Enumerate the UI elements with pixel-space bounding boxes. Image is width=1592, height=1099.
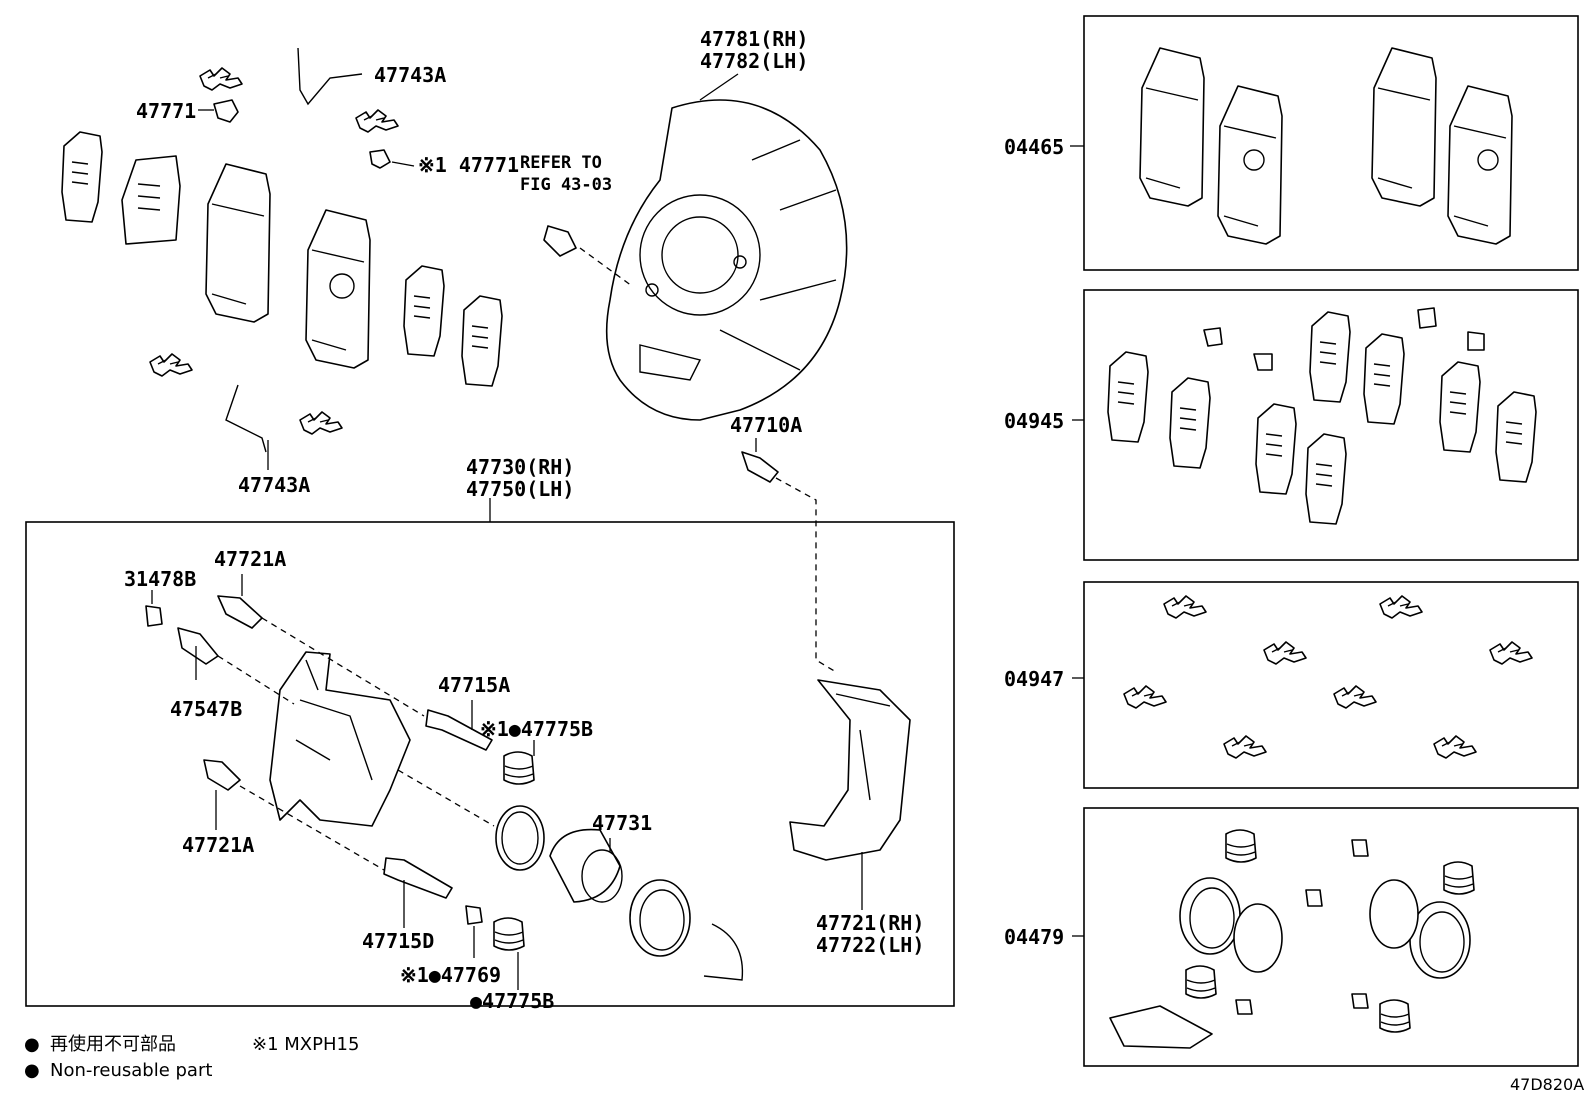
label-47721A-top: 47721A [214, 547, 286, 571]
kit-04465-parts [1139, 47, 1513, 245]
label-47715A: 47715A [438, 673, 510, 697]
bolt-47710A [741, 451, 779, 483]
kit-04947-parts [1123, 595, 1533, 759]
dust-shield [543, 99, 848, 421]
label-47771-note: ※1 47771 [418, 153, 519, 177]
label-47743A-bottom: 47743A [238, 473, 310, 497]
kit-label-04945: 04945 [1004, 409, 1064, 433]
kit-04479-parts [1109, 829, 1475, 1049]
legend-bullet-jp: ● [24, 1034, 40, 1055]
pad-clips-group [149, 47, 399, 453]
kit-box-04465 [1083, 15, 1579, 271]
legend-en: Non-reusable part [50, 1060, 212, 1081]
caliper-assembly-box [25, 521, 955, 1007]
label-47721A-bottom: 47721A [182, 833, 254, 857]
label-refer-line2: FIG 43-03 [520, 175, 612, 195]
label-47547B: 47547B [170, 697, 242, 721]
label-47782: 47782(LH) [700, 49, 808, 73]
label-47721RH: 47721(RH) [816, 911, 924, 935]
label-47781: 47781(RH) [700, 27, 808, 51]
kit-box-04479 [1083, 807, 1579, 1067]
kit-label-04947: 04947 [1004, 667, 1064, 691]
legend-bullet-en: ● [24, 1060, 40, 1081]
label-47743A-top: 47743A [374, 63, 446, 87]
kit-box-04947 [1083, 581, 1579, 789]
label-47715D: 47715D [362, 929, 434, 953]
label-47771-left: 47771 [136, 99, 196, 123]
brake-pads-front [61, 131, 503, 387]
label-refer-line1: REFER TO [520, 153, 602, 173]
leader-lines [151, 73, 1084, 990]
kit-box-04945 [1083, 289, 1579, 561]
label-47769: ※1●47769 [400, 963, 501, 987]
legend-note: ※1 MXPH15 [252, 1034, 359, 1055]
label-47722LH: 47722(LH) [816, 933, 924, 957]
kit-04945-parts [1107, 307, 1537, 525]
figure-code: 47D820A [1510, 1075, 1584, 1094]
kit-label-04479: 04479 [1004, 925, 1064, 949]
kit-label-04465: 04465 [1004, 135, 1064, 159]
label-47750: 47750(LH) [466, 477, 574, 501]
label-47710A: 47710A [730, 413, 802, 437]
caliper-assembly [145, 595, 911, 981]
label-31478B: 31478B [124, 567, 196, 591]
label-47775B-bottom: ●47775B [470, 989, 554, 1013]
label-47775B-top: ※1●47775B [480, 717, 593, 741]
legend-jp: 再使用不可部品 [50, 1034, 176, 1055]
label-47731: 47731 [592, 811, 652, 835]
label-47730: 47730(RH) [466, 455, 574, 479]
